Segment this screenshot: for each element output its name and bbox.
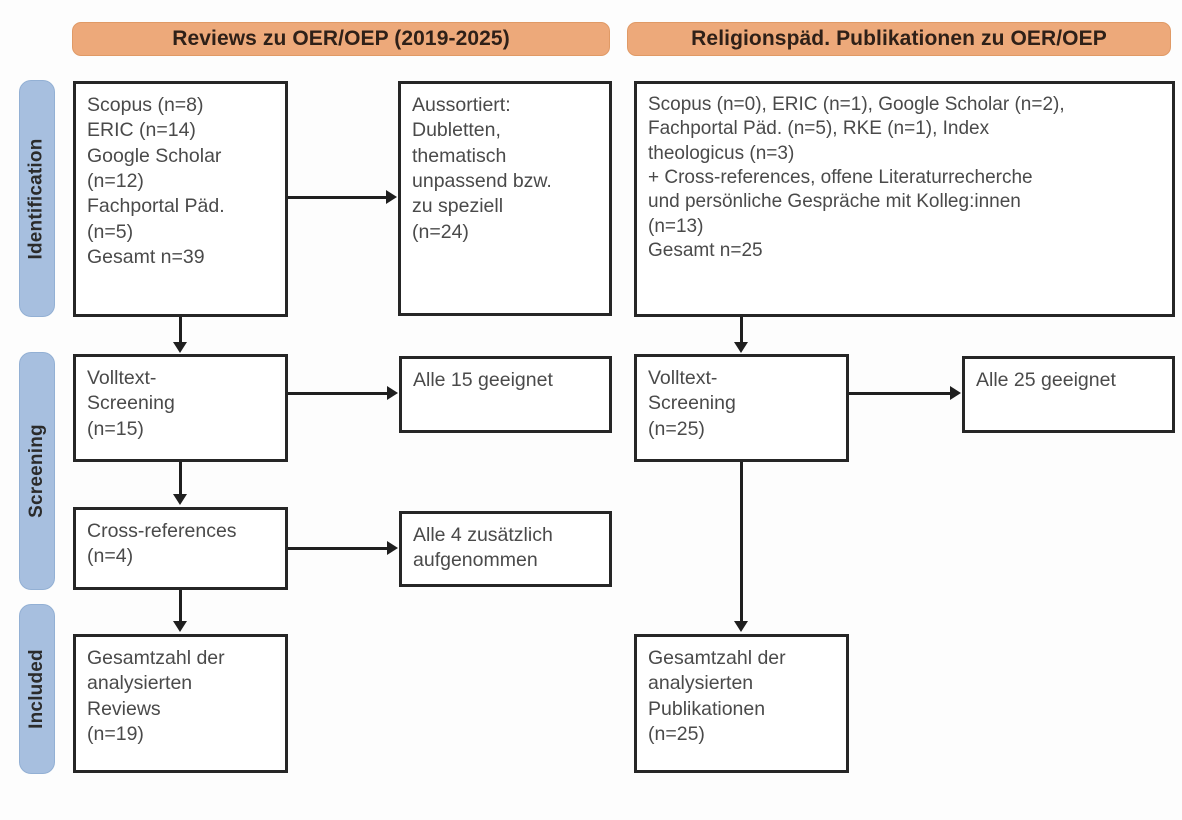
connector-left-screening-to-crossrefs (179, 462, 182, 494)
box-left-included-total: Gesamtzahl der analysierten Reviews (n=1… (73, 634, 288, 773)
box-right-fulltext-screening: Volltext- Screening (n=25) (634, 354, 849, 462)
arrowhead-left-crossrefs-to-included (173, 621, 187, 632)
arrowhead-left-screening-to-crossrefs (173, 494, 187, 505)
box-left-crossreferences: Cross-references (n=4) (73, 507, 288, 590)
box-left-identification-sources: Scopus (n=8) ERIC (n=14) Google Scholar … (73, 81, 288, 317)
stage-label-screening: Screening (19, 352, 55, 590)
arrowhead-left-identification-to-excluded (386, 190, 397, 204)
connector-left-identification-to-screening (179, 317, 182, 342)
box-right-identification-sources: Scopus (n=0), ERIC (n=1), Google Scholar… (634, 81, 1175, 317)
arrowhead-right-screening-to-result (950, 386, 961, 400)
column-header-publikationen: Religionspäd. Publikationen zu OER/OEP (627, 22, 1171, 56)
connector-left-crossrefs-to-included (179, 590, 182, 621)
arrowhead-left-identification-to-screening (173, 342, 187, 353)
stage-label-identification-text: Identification (26, 137, 47, 260)
arrowhead-right-identification-to-screening (734, 342, 748, 353)
stage-label-identification: Identification (19, 80, 55, 317)
connector-left-screening-to-result (288, 392, 387, 395)
box-left-screening-result: Alle 15 geeignet (399, 356, 612, 433)
stage-label-included: Included (19, 604, 55, 774)
box-right-included-total: Gesamtzahl der analysierten Publikatione… (634, 634, 849, 773)
connector-right-identification-to-screening (740, 317, 743, 342)
arrowhead-left-screening-to-result (387, 386, 398, 400)
box-left-excluded: Aussortiert: Dubletten, thematisch unpas… (398, 81, 612, 316)
box-right-screening-result: Alle 25 geeignet (962, 356, 1175, 433)
box-left-crossreferences-result: Alle 4 zusätzlich aufgenommen (399, 511, 612, 587)
stage-label-screening-text: Screening (26, 424, 48, 518)
box-left-fulltext-screening: Volltext- Screening (n=15) (73, 354, 288, 462)
arrowhead-right-screening-to-included (734, 621, 748, 632)
stage-label-included-text: Included (26, 649, 47, 729)
arrowhead-left-crossrefs-to-result (387, 541, 398, 555)
connector-left-identification-to-excluded (288, 196, 386, 199)
connector-right-screening-to-result (849, 392, 950, 395)
connector-left-crossrefs-to-result (288, 547, 387, 550)
connector-right-screening-to-included (740, 462, 743, 621)
column-header-reviews: Reviews zu OER/OEP (2019-2025) (72, 22, 610, 56)
